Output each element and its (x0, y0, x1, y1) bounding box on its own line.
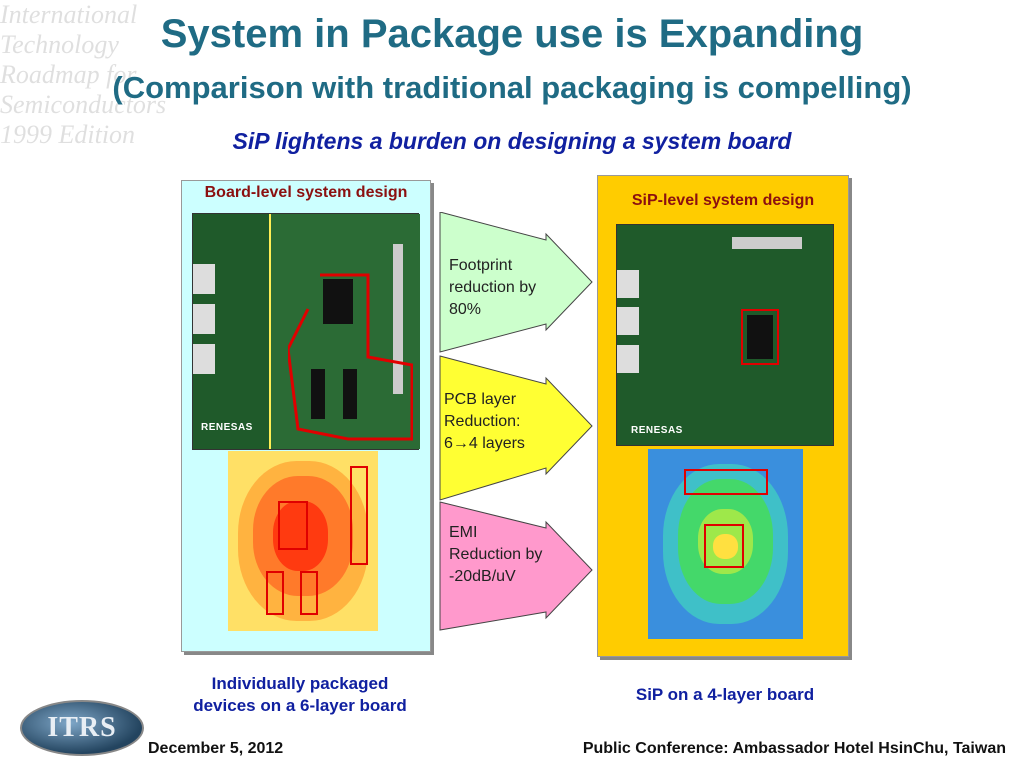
hotspot-box (278, 501, 308, 550)
slide-title: System in Package use is Expanding (160, 12, 864, 56)
hotspot-box (704, 524, 744, 568)
watermark-line: International (0, 0, 138, 29)
itrs-logo: ITRS (20, 700, 144, 756)
sip-level-caption: SiP on a 4-layer board (635, 685, 815, 704)
connector (393, 244, 403, 394)
hotspot-box (350, 466, 368, 565)
watermark-line: Semiconductors (0, 90, 167, 119)
board-level-photo: RENESAS (192, 213, 420, 450)
comparison-arrows (439, 212, 593, 631)
board-level-panel: Board-level system design RENESAS (181, 180, 431, 652)
connector (732, 237, 802, 249)
watermark-line: 1999 Edition (0, 120, 136, 149)
chip (323, 279, 353, 324)
emi-heatmap-right (648, 449, 803, 639)
slide-tagline: SiP lightens a burden on designing a sys… (232, 128, 792, 154)
footprint-text: Footprint reduction by 80% (449, 257, 537, 318)
watermark-logo: International Technology Roadmap for Sem… (0, 0, 180, 190)
hotspot-box (266, 571, 284, 615)
sip-level-photo: RENESAS (616, 224, 834, 446)
emi-heatmap-left (228, 451, 378, 631)
emi-arrow (439, 501, 593, 631)
chip (311, 369, 325, 419)
emi-text: EMI Reduction by -20dB/uV (449, 524, 543, 585)
pcb-layer-arrow (439, 355, 593, 501)
renesas-logo: RENESAS (201, 422, 253, 433)
port (193, 264, 215, 294)
footprint-arrow (439, 212, 593, 353)
slide-subtitle: (Comparison with traditional packaging i… (112, 70, 912, 105)
footer-date: December 5, 2012 (148, 740, 284, 757)
hotspot-box (300, 571, 318, 615)
port (193, 304, 215, 334)
board-level-caption: Individually packaged devices on a 6-lay… (193, 674, 407, 715)
pcb-layer-text: PCB layer Reduction: 6→4 layers (444, 391, 525, 452)
chip (343, 369, 357, 419)
sip-level-label: SiP-level system design (631, 192, 815, 209)
renesas-logo: RENESAS (631, 425, 683, 436)
watermark-line: Technology (0, 30, 119, 59)
port (617, 345, 639, 373)
sip-outline (741, 309, 779, 365)
port (617, 307, 639, 335)
hotspot-box (684, 469, 768, 495)
board-level-label: Board-level system design (204, 184, 408, 201)
watermark-line: Roadmap for (0, 60, 137, 89)
footer-venue: Public Conference: Ambassador Hotel Hsin… (582, 740, 1006, 757)
device-outline (288, 273, 413, 441)
port (617, 270, 639, 298)
sip-chip (747, 315, 773, 359)
sip-level-panel: SiP-level system design RENESAS (597, 175, 849, 657)
port (193, 344, 215, 374)
